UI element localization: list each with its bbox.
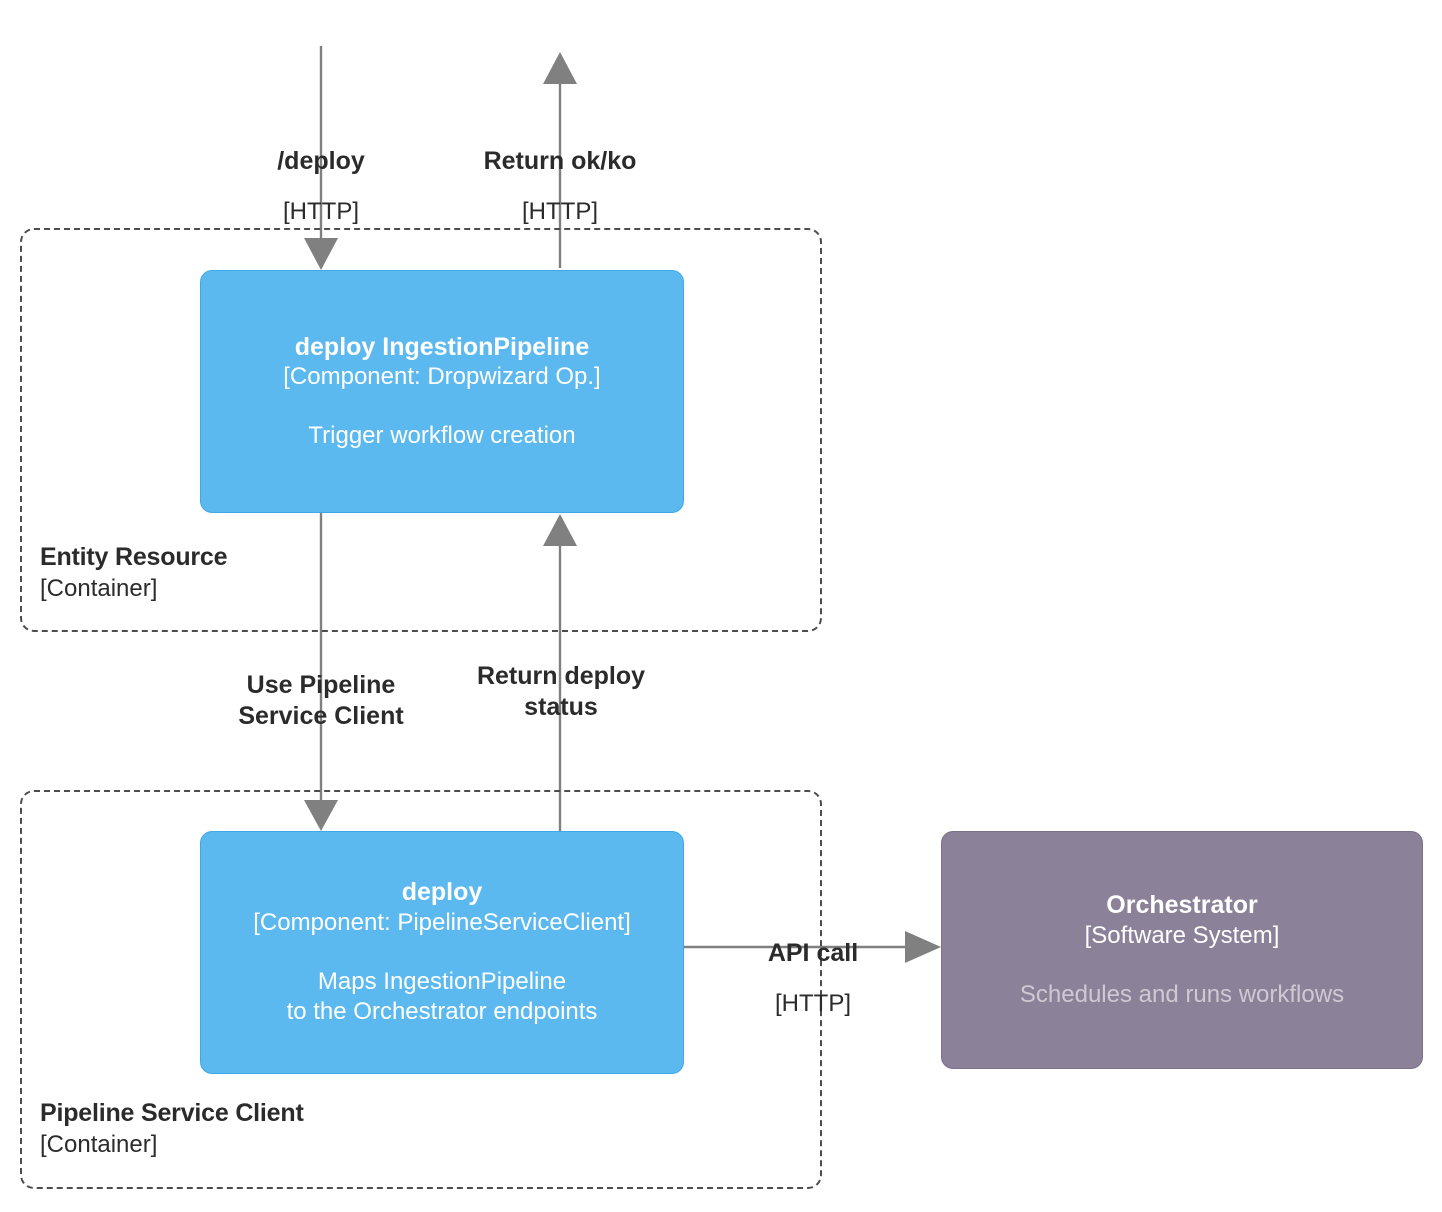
rel-label-deploy-request-tech: [HTTP] [283,197,359,225]
rel-label-return-deploy-status-text: Return deploy status [476,661,646,721]
rel-label-return-ok-ko-tech: [HTTP] [522,197,598,225]
node-deploy-pipeline-service-client-description: Maps IngestionPipeline to the Orchestrat… [286,968,598,1026]
node-deploy-ingestion-pipeline-name: deploy IngestionPipeline [294,332,590,361]
rel-label-deploy-request: /deploy [HTTP] [201,126,441,246]
rel-label-return-ok-ko: Return ok/ko [HTTP] [430,126,690,246]
boundary-pipeline-service-client-type: [Container] [40,1130,158,1158]
boundary-pipeline-service-client-name: Pipeline Service Client [40,1099,304,1127]
boundary-entity-resource [20,228,822,632]
node-orchestrator[interactable]: Orchestrator [Software System] Schedules… [941,831,1423,1069]
rel-label-api-call: API call [HTTP] [693,918,933,1038]
rel-label-api-call-text: API call [767,938,859,967]
boundary-pipeline-service-client-label: Pipeline Service Client [Container] [40,1098,520,1160]
boundary-entity-resource-type: [Container] [40,574,158,602]
node-deploy-ingestion-pipeline[interactable]: deploy IngestionPipeline [Component: Dro… [200,270,684,513]
node-orchestrator-type: [Software System] [1084,921,1280,949]
boundary-entity-resource-label: Entity Resource [Container] [40,542,460,604]
rel-label-use-pipeline-service-client: Use Pipeline Service Client [196,650,446,771]
node-deploy-pipeline-service-client-name: deploy [401,878,483,907]
rel-label-return-ok-ko-text: Return ok/ko [483,146,637,175]
node-deploy-ingestion-pipeline-description: Trigger workflow creation [308,422,576,450]
node-deploy-pipeline-service-client[interactable]: deploy [Component: PipelineServiceClient… [200,831,684,1074]
node-orchestrator-name: Orchestrator [1106,891,1258,919]
node-deploy-ingestion-pipeline-type: [Component: Dropwizard Op.] [283,363,601,390]
boundary-entity-resource-name: Entity Resource [40,543,228,571]
rel-label-api-call-tech: [HTTP] [775,989,851,1017]
rel-label-return-deploy-status: Return deploy status [441,641,681,762]
rel-label-deploy-request-text: /deploy [277,146,365,175]
rel-label-use-pipeline-service-client-text: Use Pipeline Service Client [238,670,404,730]
node-deploy-pipeline-service-client-type: [Component: PipelineServiceClient] [253,908,631,936]
boundary-pipeline-service-client [20,790,822,1189]
node-orchestrator-description: Schedules and runs workflows [1019,980,1345,1008]
